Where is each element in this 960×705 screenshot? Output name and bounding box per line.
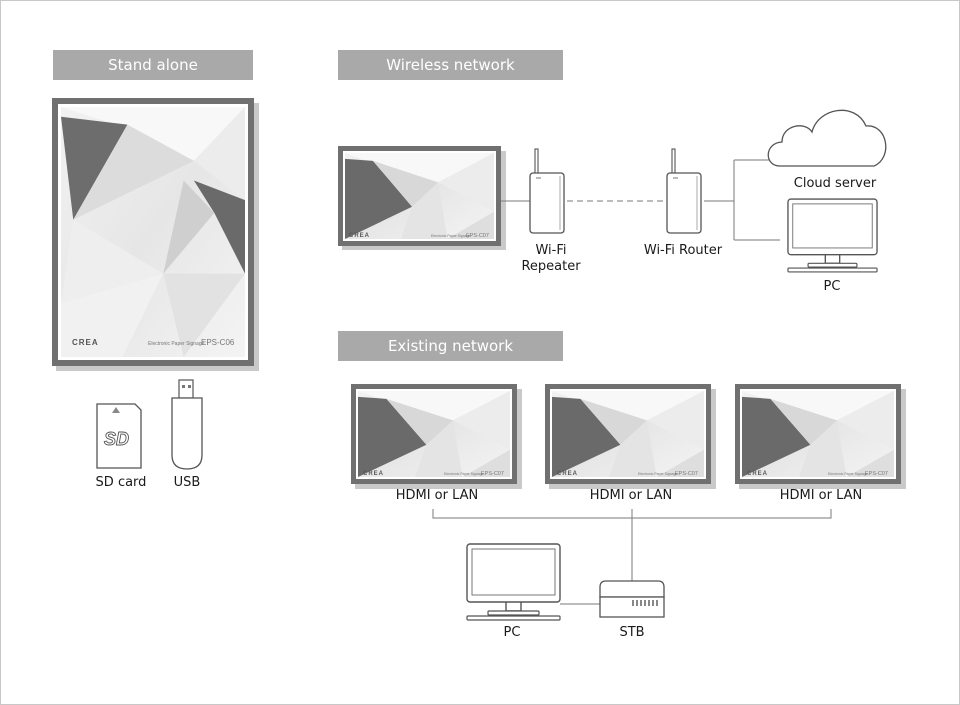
pc-existing-label: PC	[503, 625, 521, 640]
signage-brand-label: CREA	[72, 338, 99, 347]
hdmi-lan-label-1: HDMI or LAN	[395, 488, 479, 503]
header-wireless-network: Wireless network	[338, 50, 563, 80]
router-icon	[666, 148, 702, 234]
signage-model-label: EPS-C06	[201, 338, 235, 347]
sd-card-label: SD card	[95, 475, 147, 490]
usb-drive-icon	[171, 379, 203, 470]
signage-brand-label: CREA	[747, 471, 768, 477]
wifi-router-label: Wi-Fi Router	[643, 243, 723, 258]
signage-brand-label: CREA	[363, 471, 384, 477]
monitor-icon-wireless	[787, 198, 878, 273]
signage-landscape-2: CREA Electronic Paper Signage EPS-C07	[545, 384, 716, 489]
pc-wireless-label: PC	[823, 279, 841, 294]
signage-portrait: CREA Electronic Paper Signage EPS-C06	[52, 98, 259, 371]
hdmi-lan-label-3: HDMI or LAN	[779, 488, 863, 503]
monitor-icon-existing	[466, 543, 561, 621]
cloud-icon	[767, 109, 887, 167]
usb-label: USB	[173, 475, 201, 490]
hdmi-lan-label-2: HDMI or LAN	[589, 488, 673, 503]
signage-model-label: EPS-C07	[675, 471, 698, 477]
set-top-box-icon	[599, 580, 665, 618]
wifi-repeater-label-line1: Wi-Fi	[535, 243, 567, 258]
header-existing-network: Existing network	[338, 331, 563, 361]
header-stand-alone: Stand alone	[53, 50, 253, 80]
signage-landscape-3: CREA Electronic Paper Signage EPS-C07	[735, 384, 906, 489]
sd-logo: SD	[104, 429, 129, 449]
signage-brand-label: CREA	[557, 471, 578, 477]
link-router-branch	[704, 159, 780, 241]
signage-caption-label: Electronic Paper Signage	[431, 234, 471, 238]
signage-model-label: EPS-C07	[481, 471, 504, 477]
signage-caption-label: Electronic Paper Signage	[148, 341, 205, 347]
signage-caption-label: Electronic Paper Signage	[828, 472, 868, 476]
cloud-server-label: Cloud server	[793, 176, 877, 191]
link-signage-bus	[432, 509, 832, 581]
repeater-icon	[529, 148, 565, 234]
stb-label: STB	[619, 625, 645, 640]
sd-card-icon: SD	[96, 403, 142, 469]
signage-brand-label: CREA	[349, 233, 370, 239]
signage-model-label: EPS-C07	[466, 233, 489, 239]
wifi-repeater-label-line2: Repeater	[521, 259, 581, 274]
signage-model-label: EPS-C07	[865, 471, 888, 477]
signage-landscape-wireless: CREA Electronic Paper Signage EPS-C07	[338, 146, 506, 250]
signage-caption-label: Electronic Paper Signage	[444, 472, 484, 476]
signage-landscape-1: CREA Electronic Paper Signage EPS-C07	[351, 384, 522, 489]
signage-caption-label: Electronic Paper Signage	[638, 472, 678, 476]
